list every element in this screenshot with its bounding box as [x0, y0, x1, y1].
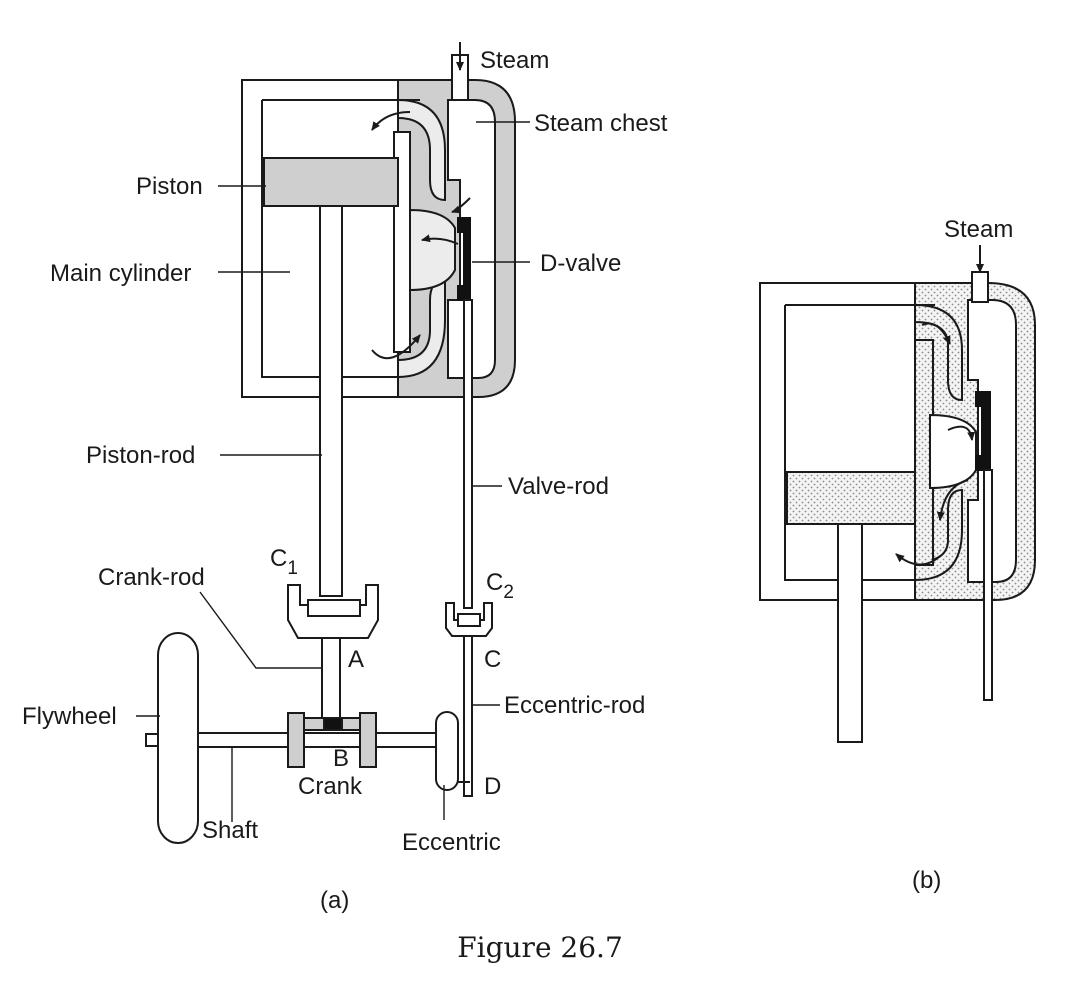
piston-rod: [319, 205, 343, 597]
b-d-valve: [975, 391, 991, 471]
label-eccentric: Eccentric: [402, 829, 501, 856]
label-main-cylinder: Main cylinder: [50, 260, 191, 287]
label-eccentric-rod: Eccentric-rod: [504, 692, 645, 719]
valve-rod: [463, 299, 473, 609]
steam-chest-cavity: [447, 99, 496, 379]
cylinder-inner-wall: [261, 99, 420, 378]
label-point-d: D: [484, 773, 501, 800]
label-c1: C1: [270, 545, 298, 579]
piston: [263, 157, 399, 207]
label-point-c: C: [484, 646, 501, 673]
shaft-end: [145, 733, 159, 747]
b-lower-flow-arrow: [895, 553, 941, 566]
upper-flow-arrow: [371, 111, 411, 131]
label-crank: Crank: [298, 773, 363, 800]
b-upper-flow-arrow: [921, 322, 951, 345]
figure-caption: Figure 26.7: [457, 931, 623, 964]
label-flywheel: Flywheel: [22, 703, 117, 730]
b-piston-rod: [837, 523, 863, 743]
b-valve-rod: [983, 469, 993, 701]
b-exhaust-arrow: [936, 479, 969, 521]
d-valve-body: [457, 217, 471, 301]
label-steam: Steam: [480, 47, 549, 74]
label-point-b: B: [333, 745, 349, 772]
label-crank-rod: Crank-rod: [98, 564, 205, 591]
label-panel-b: (b): [912, 867, 941, 894]
b-label-steam: Steam: [944, 216, 1013, 243]
leader-crank-rod: [199, 591, 322, 669]
crank-web-left: [287, 712, 305, 768]
exhaust-cavity: [409, 208, 456, 292]
label-point-a: A: [348, 646, 364, 673]
label-piston-rod: Piston-rod: [86, 442, 195, 469]
b-exhaust-cavity: [929, 413, 977, 490]
eccentric-rod: [463, 635, 473, 797]
flywheel: [157, 632, 199, 844]
crosshead-c2-block: [457, 613, 481, 627]
middle-flow-arrow-2: [421, 234, 459, 245]
label-shaft: Shaft: [202, 817, 258, 844]
lower-flow-arrow: [371, 334, 421, 360]
label-c2-sub: 2: [503, 582, 514, 603]
crosshead-c1-block: [307, 599, 361, 617]
b-steam-inlet-pipe: [971, 271, 989, 303]
panel-a: [136, 42, 530, 844]
b-piston: [786, 471, 916, 525]
shaft: [197, 732, 449, 748]
panel-a-labels: Steam Steam chest Piston Main cylinder D…: [22, 47, 668, 914]
label-c2: C2: [486, 569, 514, 603]
b-steam-chest-cavity: [967, 299, 1017, 583]
label-c1-sub: 1: [287, 558, 298, 579]
crank-rod: [321, 637, 341, 719]
label-d-valve: D-valve: [540, 250, 621, 277]
b-middle-flow-arrow: [947, 425, 976, 441]
label-steam-chest: Steam chest: [534, 110, 668, 137]
label-valve-rod: Valve-rod: [508, 473, 609, 500]
label-panel-a: (a): [320, 887, 349, 914]
crosshead-c2: [445, 602, 493, 637]
label-piston: Piston: [136, 173, 203, 200]
panel-b-labels: Steam (b): [912, 216, 1013, 894]
upper-steam-port: [397, 98, 446, 202]
eccentric: [435, 711, 459, 791]
panel-b: [759, 245, 1036, 743]
crank-pin-center: [323, 717, 343, 731]
crank-web-right: [359, 712, 377, 768]
b-cylinder-inner: [784, 304, 935, 581]
middle-flow-arrow-1: [451, 197, 471, 214]
